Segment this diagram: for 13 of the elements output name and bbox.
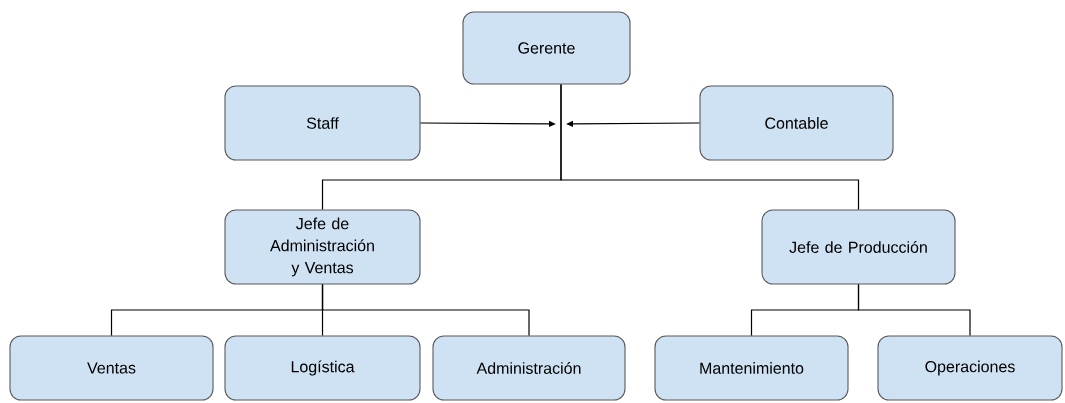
org-box: Staff bbox=[224, 85, 421, 161]
org-box: Contable bbox=[699, 85, 894, 161]
org-box: Operaciones bbox=[877, 335, 1063, 401]
org-box: Gerente bbox=[462, 11, 631, 85]
org-box: Jefe de Administración y Ventas bbox=[224, 209, 421, 285]
connector bbox=[321, 283, 530, 337]
org-box: Ventas bbox=[9, 335, 214, 401]
org-box: Mantenimiento bbox=[654, 335, 849, 401]
org-box: Logística bbox=[224, 335, 421, 401]
org-box: Administración bbox=[432, 335, 626, 401]
connector bbox=[560, 84, 860, 211]
org-box: Jefe de Producción bbox=[761, 209, 956, 285]
connector bbox=[857, 283, 971, 337]
